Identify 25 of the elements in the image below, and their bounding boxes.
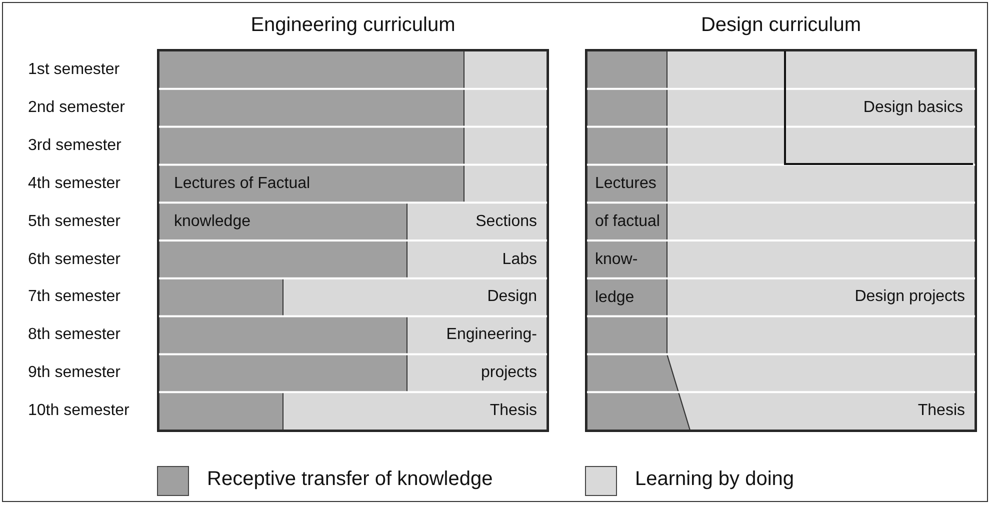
row-label: 9th semester (28, 363, 120, 384)
row-label: 7th semester (28, 287, 120, 308)
outlined-area (784, 51, 973, 165)
row-label: 6th semester (28, 250, 120, 270)
area-label: Lectures of factual know- ledge (595, 174, 661, 308)
area-label: Design projects (854, 287, 965, 308)
row-label: 2nd semester (28, 98, 125, 118)
area-label: Labs (502, 250, 537, 270)
row-label: 5th semester (28, 212, 120, 232)
row-label: 3rd semester (28, 136, 122, 156)
row-label: 8th semester (28, 325, 120, 346)
row-label: 10th semester (28, 401, 130, 422)
legend-label: Learning by doing (635, 467, 794, 492)
row-label: 4th semester (28, 174, 120, 194)
area-label: Design (487, 287, 537, 308)
area-label: Lectures of Factual knowledge (174, 174, 312, 232)
panel-heading: Engineering curriculum (250, 13, 456, 38)
area-label: Design basics (863, 98, 963, 118)
area-label: Thesis (490, 401, 537, 422)
area-label: Sections (476, 212, 537, 232)
area-label: Engineering- projects (445, 325, 537, 384)
row-label: 1st semester (28, 60, 120, 80)
area-label: Thesis (918, 401, 965, 422)
panel-heading: Design curriculum (700, 13, 862, 38)
legend-label: Receptive transfer of knowledge (207, 467, 493, 492)
